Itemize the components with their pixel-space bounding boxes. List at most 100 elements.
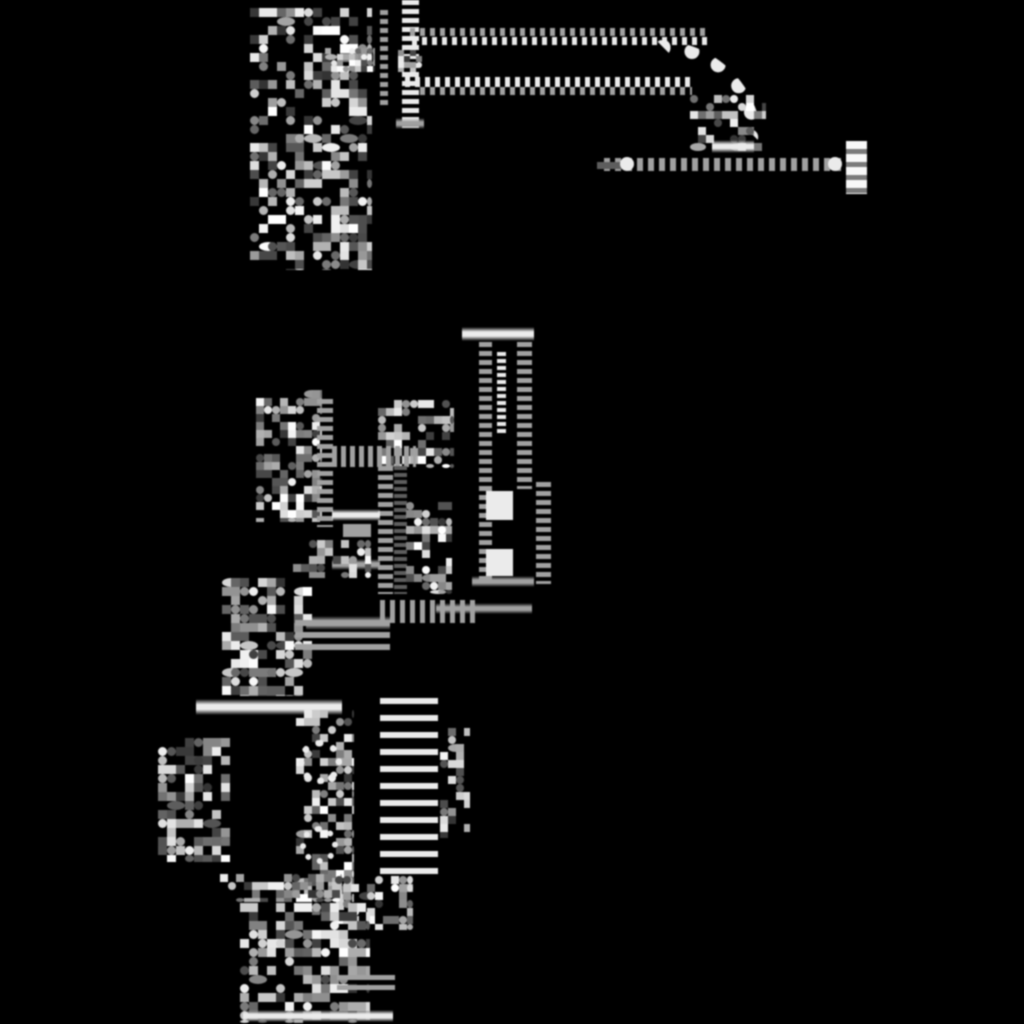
noise-cell bbox=[352, 790, 354, 798]
noise-cell bbox=[343, 66, 349, 72]
noise-cell bbox=[267, 587, 276, 596]
noise-cell bbox=[410, 68, 416, 72]
noise-cell bbox=[317, 564, 325, 572]
noise-cell bbox=[367, 48, 373, 54]
noise-cell bbox=[328, 814, 336, 822]
noise-cell bbox=[358, 269, 372, 270]
noise-cell bbox=[286, 8, 295, 17]
noise-cell bbox=[280, 470, 288, 478]
noise-cell bbox=[203, 765, 212, 774]
noise-cell bbox=[312, 726, 320, 734]
noise-cell bbox=[301, 564, 309, 572]
noise-cell bbox=[249, 948, 258, 957]
noise-cell bbox=[349, 188, 358, 197]
noise-cell bbox=[231, 578, 240, 587]
noise-cell bbox=[332, 882, 342, 890]
noise-cell bbox=[256, 486, 264, 494]
noise-cell bbox=[295, 251, 304, 260]
noise-cell bbox=[336, 782, 344, 790]
noise-cell bbox=[312, 862, 320, 870]
noise-cell bbox=[341, 572, 349, 578]
noise-cell bbox=[349, 107, 367, 116]
noise-cell bbox=[349, 60, 355, 66]
noise-cell bbox=[456, 792, 464, 800]
plate-foot-band bbox=[396, 118, 424, 129]
noise-cell bbox=[293, 564, 301, 572]
noise-cell bbox=[394, 440, 402, 448]
noise-cell bbox=[249, 587, 258, 596]
noise-cell bbox=[250, 8, 259, 17]
noise-cell bbox=[158, 765, 176, 774]
noise-cell bbox=[386, 440, 394, 448]
noise-cell bbox=[340, 188, 349, 197]
noise-cell bbox=[422, 518, 430, 526]
noise-cell bbox=[367, 916, 375, 924]
noise-cell bbox=[240, 686, 249, 695]
noise-cell bbox=[446, 582, 452, 590]
noise-cell bbox=[244, 898, 260, 902]
noise-cell bbox=[268, 80, 277, 89]
noise-cell bbox=[268, 242, 277, 251]
noise-cell bbox=[304, 494, 312, 502]
noise-cell bbox=[340, 215, 349, 224]
noise-cell bbox=[296, 422, 304, 430]
noise-cell bbox=[312, 470, 320, 478]
noise-cell bbox=[258, 930, 267, 939]
noise-cell bbox=[194, 738, 203, 747]
noise-cell bbox=[194, 837, 203, 846]
noise-cell bbox=[367, 8, 372, 17]
noise-cell bbox=[231, 632, 249, 641]
noise-cell bbox=[357, 548, 365, 556]
noise-cell bbox=[375, 900, 383, 908]
noise-cell bbox=[321, 948, 330, 957]
valve-outer-column bbox=[536, 482, 551, 584]
noise-cell bbox=[448, 728, 456, 736]
noise-cell bbox=[304, 446, 312, 454]
noise-cell bbox=[252, 890, 260, 898]
noise-cell bbox=[309, 564, 317, 572]
noise-cell bbox=[244, 882, 252, 890]
noise-cell bbox=[313, 170, 322, 179]
noise-cell bbox=[349, 71, 358, 80]
valve-top-cap-band bbox=[462, 327, 534, 341]
noise-cell bbox=[365, 564, 371, 572]
noise-cell bbox=[286, 242, 295, 251]
noise-cell bbox=[383, 916, 399, 924]
noise-cell bbox=[343, 884, 351, 892]
noise-cell bbox=[222, 686, 231, 695]
noise-cell bbox=[322, 269, 331, 270]
noise-cell bbox=[294, 596, 303, 605]
noise-cell bbox=[442, 448, 450, 456]
noise-cell bbox=[240, 578, 249, 587]
noise-cell bbox=[259, 188, 268, 197]
noise-cell bbox=[366, 966, 370, 975]
bottom-head-top-noise bbox=[220, 874, 342, 902]
noise-cell bbox=[286, 269, 295, 270]
noise-cell bbox=[272, 414, 280, 422]
noise-cell bbox=[365, 556, 371, 564]
noise-cell bbox=[440, 808, 448, 816]
noise-cell bbox=[407, 924, 413, 930]
noise-cell bbox=[280, 406, 288, 414]
noise-cell bbox=[240, 605, 249, 614]
noise-cell bbox=[394, 408, 402, 416]
noise-cell bbox=[349, 242, 358, 251]
noise-cell bbox=[351, 884, 359, 892]
noise-cell bbox=[313, 116, 322, 125]
cartridge-block-lower bbox=[486, 549, 513, 576]
noise-cell bbox=[222, 587, 240, 596]
noise-cell bbox=[295, 161, 304, 170]
bottom-upper-right-noise bbox=[293, 540, 371, 578]
noise-cell bbox=[349, 54, 355, 60]
noise-cell bbox=[402, 408, 410, 416]
valve-right-column bbox=[517, 342, 532, 489]
noise-cell bbox=[365, 572, 371, 578]
noise-cell bbox=[422, 542, 430, 550]
noise-cell bbox=[357, 966, 366, 975]
noise-cell bbox=[176, 765, 185, 774]
noise-cell bbox=[407, 900, 413, 908]
noise-cell bbox=[280, 486, 288, 494]
noise-cell bbox=[442, 464, 450, 468]
noise-cell bbox=[176, 846, 185, 855]
noise-cell bbox=[249, 605, 258, 614]
